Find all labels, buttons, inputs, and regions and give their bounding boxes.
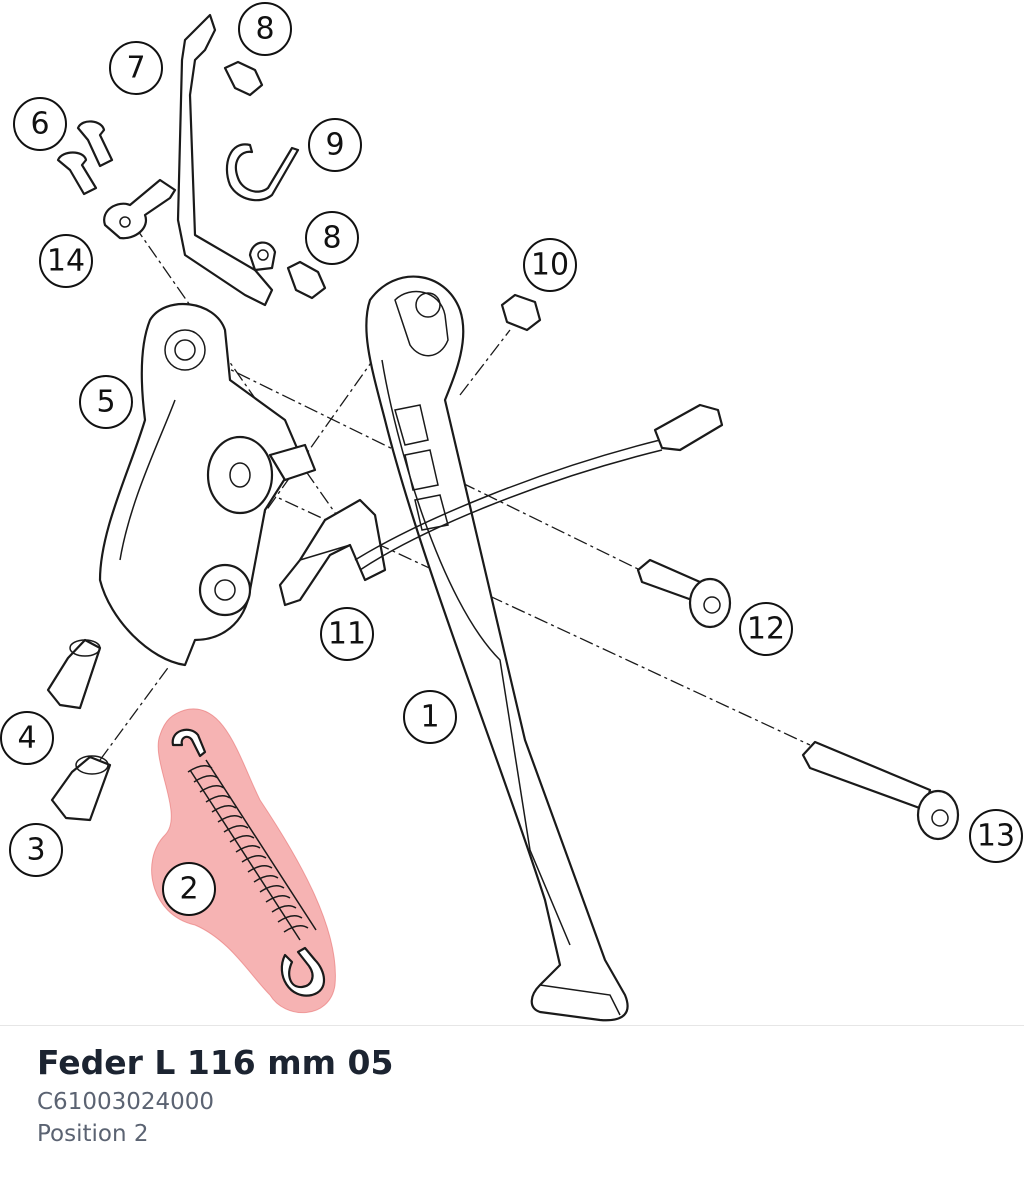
bushing-part[interactable] — [46, 638, 102, 710]
part-info-panel: Feder L 116 mm 05 C61003024000 Position … — [37, 1040, 987, 1150]
cable-tie-part[interactable] — [225, 143, 300, 202]
callout-7[interactable]: 7 — [109, 41, 163, 95]
part-number: C61003024000 — [37, 1089, 215, 1115]
svg-text:8: 8 — [322, 221, 341, 256]
callout-8-bottom[interactable]: 8 — [305, 211, 359, 265]
callout-3[interactable]: 3 — [9, 823, 63, 877]
svg-text:13: 13 — [977, 819, 1015, 854]
lock-nut-part[interactable] — [500, 293, 542, 332]
svg-text:9: 9 — [325, 128, 344, 163]
callout-11[interactable]: 11 — [320, 607, 374, 661]
bracket-part[interactable] — [98, 302, 317, 667]
sleeve-part[interactable] — [50, 755, 112, 822]
callout-14[interactable]: 14 — [39, 234, 93, 288]
callout-12[interactable]: 12 — [739, 602, 793, 656]
kickstand-part[interactable] — [365, 275, 629, 1022]
callout-2[interactable]: 2 — [162, 862, 216, 916]
long-bolt-part[interactable] — [801, 740, 960, 841]
callout-1[interactable]: 1 — [403, 690, 457, 744]
exploded-parts-diagram: 1 2 3 4 5 6 7 8 8 9 10 11 — [0, 2, 1023, 1022]
svg-text:12: 12 — [747, 612, 785, 647]
sensor-cable-part[interactable] — [354, 403, 724, 571]
svg-text:3: 3 — [26, 833, 45, 868]
svg-text:11: 11 — [328, 617, 366, 652]
svg-text:10: 10 — [531, 248, 569, 283]
svg-text:4: 4 — [17, 721, 36, 756]
callout-8-top[interactable]: 8 — [238, 2, 292, 56]
cable-holder-part[interactable] — [176, 13, 277, 307]
divider — [0, 1025, 1024, 1026]
callout-4[interactable]: 4 — [0, 711, 54, 765]
callout-6[interactable]: 6 — [13, 97, 67, 151]
svg-text:14: 14 — [47, 244, 85, 279]
svg-text:8: 8 — [255, 12, 274, 47]
plate-part[interactable] — [103, 178, 177, 240]
pivot-bolt-part[interactable] — [636, 558, 732, 629]
part-name: Feder L 116 mm 05 — [37, 1043, 394, 1082]
svg-text:1: 1 — [420, 700, 439, 735]
callout-13[interactable]: 13 — [969, 809, 1023, 863]
svg-text:2: 2 — [179, 872, 198, 907]
callout-10[interactable]: 10 — [523, 238, 577, 292]
svg-text:5: 5 — [96, 385, 115, 420]
spring-part[interactable] — [171, 728, 326, 997]
callout-5[interactable]: 5 — [79, 375, 133, 429]
svg-text:7: 7 — [126, 51, 145, 86]
svg-text:6: 6 — [30, 107, 49, 142]
switch-part[interactable] — [278, 498, 387, 607]
callout-9[interactable]: 9 — [308, 118, 362, 172]
rivet-part[interactable] — [56, 120, 114, 196]
part-position: Position 2 — [37, 1121, 149, 1147]
collar-nut-part[interactable] — [223, 60, 327, 300]
